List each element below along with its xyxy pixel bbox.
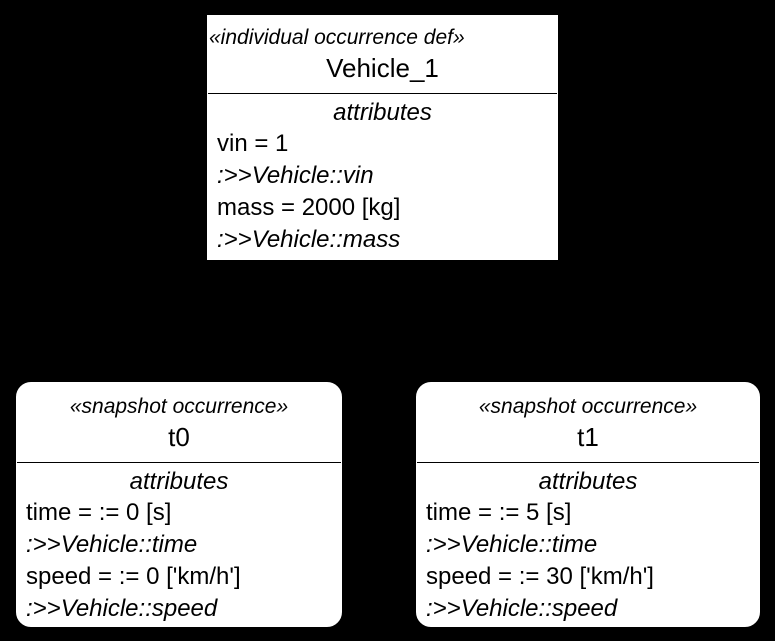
attribute-redefinition: :>>Vehicle::vin [217, 162, 374, 189]
attribute-redefinition: :>>Vehicle::mass [217, 226, 401, 253]
attribute-line: mass = 2000 [kg] [217, 194, 401, 221]
attribute-line: speed = := 30 ['km/h'] [426, 563, 654, 590]
compartment-divider [17, 462, 341, 463]
compartment-divider [208, 93, 557, 94]
composition-edge-t1[interactable] [462, 284, 520, 382]
attribute-redefinition: :>>Vehicle::time [26, 531, 198, 558]
node-name: Vehicle_1 [326, 53, 439, 83]
composition-diamond-t0 [301, 261, 319, 286]
node-name: t1 [577, 422, 599, 452]
attribute-line: vin = 1 [217, 130, 289, 157]
node-stereotype: «snapshot occurrence» [478, 395, 698, 418]
compartment-title: attributes [129, 468, 229, 495]
node-stereotype: «snapshot occurrence» [69, 395, 289, 418]
node-snapshot-t0[interactable]: «snapshot occurrence» t0 attributes time… [15, 381, 343, 628]
attribute-line: speed = := 0 ['km/h'] [26, 563, 241, 590]
node-stereotype: «individual occurrence def» [209, 26, 465, 49]
compartment-title: attributes [538, 468, 638, 495]
attribute-redefinition: :>>Vehicle::time [426, 531, 598, 558]
attribute-line: time = := 5 [s] [426, 499, 572, 526]
attribute-redefinition: :>>Vehicle::speed [426, 595, 618, 622]
attribute-line: time = := 0 [s] [26, 499, 172, 526]
node-name: t0 [168, 422, 190, 452]
composition-edge-t0[interactable] [245, 284, 306, 382]
composition-diamond-t1 [449, 261, 466, 286]
compartment-title: attributes [333, 99, 432, 126]
attribute-redefinition: :>>Vehicle::speed [26, 595, 218, 622]
node-vehicle-1[interactable]: «individual occurrence def» Vehicle_1 at… [206, 14, 559, 261]
node-snapshot-t1[interactable]: «snapshot occurrence» t1 attributes time… [415, 381, 761, 628]
compartment-divider [417, 462, 759, 463]
